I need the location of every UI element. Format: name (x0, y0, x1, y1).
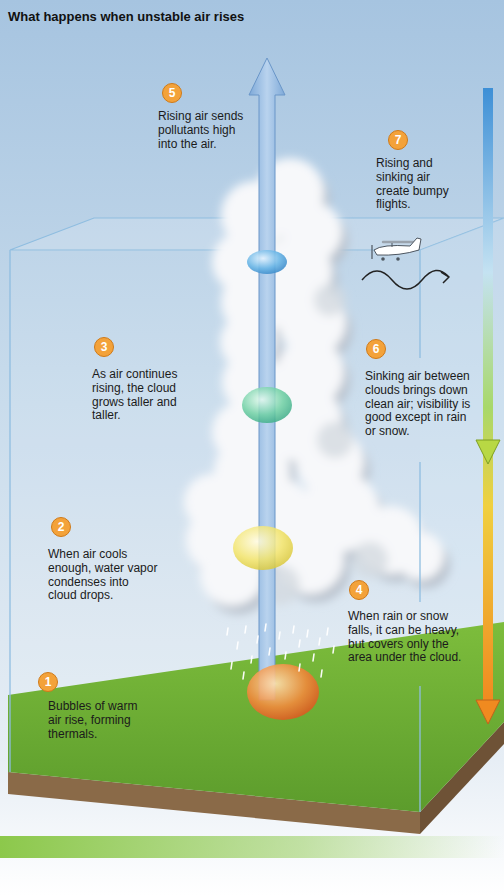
temperature-scale-arrow (476, 88, 500, 724)
callout-number-text: 4 (356, 584, 363, 596)
rain-drops-part (227, 628, 228, 635)
rain-drops-part (243, 672, 244, 679)
rain-drops-part (293, 626, 294, 633)
translucent-box-edges-part (9, 250, 10, 772)
rain-drops-part (265, 624, 266, 631)
callout-text: Rising air sends pollutants high into th… (158, 110, 254, 151)
callout-number-text: 3 (101, 341, 108, 353)
airplane-part (396, 257, 400, 261)
air-bubbles-part (247, 664, 319, 720)
callout-number: 7 (388, 130, 408, 150)
callout-number-text: 5 (169, 87, 176, 99)
airplane-part (392, 243, 393, 247)
rain-drops (227, 624, 334, 679)
callout-text: When air cools enough, water vapor conde… (48, 548, 160, 603)
callout-number: 5 (162, 83, 182, 103)
diagram-title: What happens when unstable air rises (8, 9, 244, 24)
rain-drops-part (285, 652, 286, 659)
callout-text: Rising and sinking air create bumpy flig… (376, 157, 462, 212)
rain-drops-part (299, 664, 300, 671)
callout-number: 3 (94, 337, 114, 357)
callout-number-text: 7 (395, 134, 402, 146)
air-bubbles-part (247, 250, 287, 274)
rain-drops-part (299, 640, 300, 647)
rising-air-arrow (249, 58, 285, 700)
translucent-box-edges (10, 250, 420, 812)
airplane (372, 238, 421, 261)
rain-drops-part (245, 626, 246, 633)
callout-number-text: 2 (58, 521, 65, 533)
translucent-box-edges-part (419, 462, 420, 602)
callout-number-text: 6 (373, 343, 380, 355)
rain-drops-part (257, 636, 258, 643)
cloud-part-part (317, 422, 353, 458)
callout-number: 2 (51, 517, 71, 537)
cloud-part-part (352, 542, 388, 578)
temperature-scale-arrow-part (483, 88, 493, 702)
air-bubbles (233, 250, 319, 720)
rain-drops-part (319, 638, 320, 645)
airplane-part (381, 257, 385, 261)
callout-number: 6 (366, 339, 386, 359)
cloud-part-part (314, 284, 346, 316)
rain-drops-part (237, 642, 238, 649)
callout-number: 4 (349, 580, 369, 600)
callout-number-text: 1 (45, 676, 52, 688)
callout-number: 1 (38, 672, 58, 692)
rain-drops-part (307, 630, 308, 637)
turbulence-wave (362, 270, 449, 289)
temperature-scale-arrow-part (476, 440, 500, 464)
callout-text: Sinking air between clouds brings down c… (365, 370, 480, 439)
rain-drops-part (251, 656, 252, 663)
temperature-scale-arrow-part (476, 700, 500, 724)
rain-drops-part (327, 628, 328, 635)
airplane-part (371, 245, 372, 259)
rain-drops-part (269, 648, 270, 655)
callout-text: As air continues rising, the cloud grows… (92, 368, 204, 423)
rain-drops-part (321, 670, 322, 677)
airplane-part (374, 238, 421, 255)
callout-text: When rain or snow falls, it can be heavy… (348, 610, 466, 665)
rain-drops-part (313, 654, 314, 661)
callout-text: Bubbles of warm air rise, forming therma… (48, 700, 152, 741)
turbulence-wave-part (362, 270, 448, 289)
air-bubbles-part (242, 387, 292, 423)
ground-slab-part (0, 836, 504, 858)
air-bubbles-part (233, 526, 293, 570)
rain-drops-part (231, 662, 232, 669)
translucent-box-edges-part (419, 250, 420, 358)
rain-drops-part (279, 632, 280, 639)
translucent-box-edges-part (419, 686, 420, 812)
turbulence-wave-part (441, 272, 449, 283)
rain-drops-part (333, 646, 334, 653)
